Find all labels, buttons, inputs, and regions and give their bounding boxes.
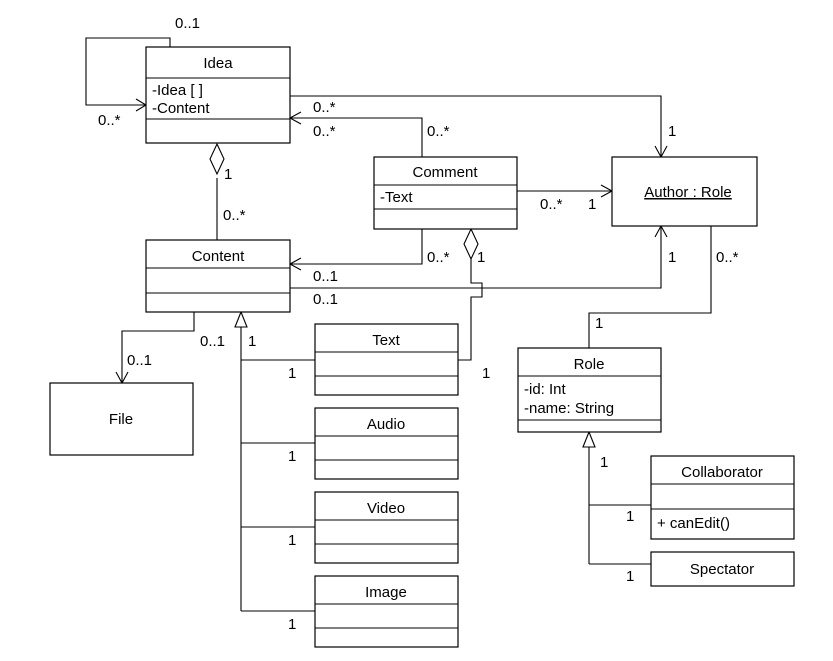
comment-aggregation-diamond bbox=[463, 227, 479, 261]
multiplicity-label: 1 bbox=[668, 123, 676, 140]
text-title: Text bbox=[372, 332, 400, 349]
multiplicity-label: 0..* bbox=[223, 207, 246, 224]
multiplicity-label: 0..* bbox=[313, 123, 336, 140]
idea-author-association bbox=[290, 95, 662, 157]
class-audio: Audio bbox=[314, 407, 459, 480]
class-collaborator: Collaborator + canEdit() bbox=[650, 455, 795, 540]
class-spectator: Spectator bbox=[650, 551, 795, 587]
class-idea: Idea -Idea [ ] -Content bbox=[145, 46, 291, 144]
multiplicity-label: 0..* bbox=[98, 112, 121, 129]
image-title: Image bbox=[365, 584, 407, 601]
comment-text-aggregation bbox=[458, 259, 483, 361]
role-attribute: -name: String bbox=[524, 400, 614, 417]
multiplicity-labels: 0..1 0..* 0..* 0..* 0..* 1 1 0..* 0..* 1… bbox=[98, 15, 739, 633]
multiplicity-label: 0..* bbox=[427, 123, 450, 140]
class-role: Role -id: Int -name: String bbox=[517, 347, 662, 433]
object-author-role: Author : Role bbox=[611, 156, 758, 227]
multiplicity-label: 1 bbox=[595, 315, 603, 332]
comment-idea-association-upper bbox=[290, 117, 423, 157]
multiplicity-label: 1 bbox=[224, 166, 232, 183]
multiplicity-label: 1 bbox=[626, 568, 634, 585]
comment-attribute: -Text bbox=[380, 189, 413, 206]
multiplicity-label: 0..* bbox=[540, 196, 563, 213]
multiplicity-label: 0..* bbox=[427, 249, 450, 266]
multiplicity-label: 1 bbox=[588, 196, 596, 213]
content-title: Content bbox=[192, 248, 245, 265]
multiplicity-label: 1 bbox=[288, 616, 296, 633]
idea-attribute: -Idea [ ] bbox=[152, 82, 203, 99]
idea-attribute: -Content bbox=[152, 100, 210, 117]
role-attribute: -id: Int bbox=[524, 381, 567, 398]
multiplicity-label: 1 bbox=[288, 532, 296, 549]
idea-title: Idea bbox=[203, 55, 233, 72]
comment-title: Comment bbox=[412, 164, 478, 181]
class-text: Text bbox=[314, 323, 459, 396]
content-file-association bbox=[121, 312, 195, 383]
author-role-title: Author : Role bbox=[644, 184, 732, 201]
multiplicity-label: 1 bbox=[248, 333, 256, 350]
multiplicity-label: 1 bbox=[668, 249, 676, 266]
video-title: Video bbox=[367, 500, 405, 517]
multiplicity-label: 1 bbox=[288, 365, 296, 382]
multiplicity-label: 0..1 bbox=[313, 268, 338, 285]
class-comment: Comment -Text bbox=[373, 156, 518, 230]
spectator-title: Spectator bbox=[690, 561, 754, 578]
idea-self-association bbox=[85, 37, 171, 106]
role-generalization-triangle bbox=[582, 430, 596, 448]
collaborator-title: Collaborator bbox=[681, 464, 763, 481]
multiplicity-label: 0..1 bbox=[313, 291, 338, 308]
multiplicity-label: 0..* bbox=[313, 99, 336, 116]
content-author-association bbox=[290, 226, 662, 289]
class-image: Image bbox=[314, 575, 459, 648]
multiplicity-label: 1 bbox=[626, 508, 634, 525]
multiplicity-label: 1 bbox=[482, 365, 490, 382]
multiplicity-label: 0..* bbox=[716, 249, 739, 266]
audio-title: Audio bbox=[367, 416, 405, 433]
class-file: File bbox=[49, 382, 194, 456]
content-generalization-triangle bbox=[234, 310, 248, 328]
idea-aggregation-diamond bbox=[209, 142, 225, 176]
multiplicity-label: 0..1 bbox=[175, 15, 200, 32]
multiplicity-label: 1 bbox=[600, 454, 608, 471]
class-video: Video bbox=[314, 491, 459, 564]
role-author-association bbox=[588, 226, 712, 348]
multiplicity-label: 0..1 bbox=[127, 352, 152, 369]
comment-content-association bbox=[290, 229, 423, 265]
multiplicity-label: 1 bbox=[288, 448, 296, 465]
file-title: File bbox=[109, 411, 133, 428]
multiplicity-label: 0..1 bbox=[200, 333, 225, 350]
class-content: Content bbox=[145, 239, 291, 313]
collaborator-operation: + canEdit() bbox=[657, 515, 730, 532]
multiplicity-label: 1 bbox=[477, 249, 485, 266]
role-title: Role bbox=[574, 356, 605, 373]
